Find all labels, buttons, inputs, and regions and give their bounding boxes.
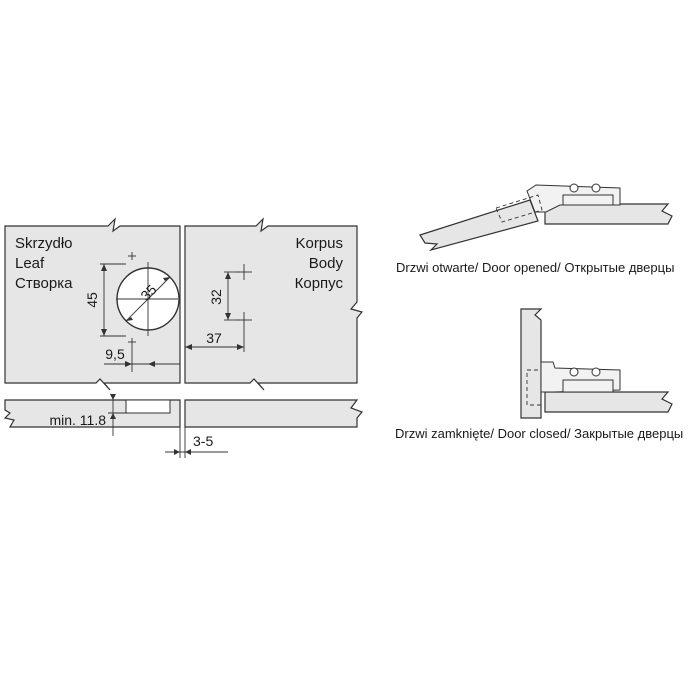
dim-32-label: 32	[208, 289, 224, 305]
dim-32-line	[224, 271, 240, 321]
dim-gap-label: 3-5	[193, 433, 213, 449]
leaf-label-ru: Створка	[15, 275, 73, 292]
body-label-pl: Korpus	[295, 235, 343, 252]
dim-37-line	[185, 328, 245, 352]
dim-9-5-line	[104, 346, 180, 372]
cup-hole	[116, 262, 180, 336]
leaf-screw-marks	[128, 252, 136, 346]
door-closed-illustration	[520, 308, 673, 419]
dim-45-label: 45	[84, 292, 100, 308]
door-opened-illustration	[419, 183, 673, 252]
body-section	[184, 399, 364, 428]
dim-37-label: 37	[206, 330, 222, 346]
body-label-en: Body	[309, 255, 344, 272]
leaf-panel	[4, 217, 181, 391]
dim-gap-line	[165, 427, 228, 458]
door-opened-caption: Drzwi otwarte/ Door opened/ Открытые две…	[396, 260, 674, 275]
dim-min-line	[108, 394, 126, 436]
door-closed-caption: Drzwi zamknięte/ Door closed/ Закрытые д…	[395, 426, 683, 441]
dim-9-5-label: 9,5	[105, 346, 125, 362]
dim-45-line	[100, 263, 126, 337]
leaf-section-cup	[125, 399, 171, 414]
leaf-label-en: Leaf	[15, 255, 45, 272]
dim-min-label: min. 11.8	[49, 412, 106, 428]
leaf-label-pl: Skrzydło	[15, 235, 73, 252]
body-label-ru: Корпус	[295, 275, 344, 292]
